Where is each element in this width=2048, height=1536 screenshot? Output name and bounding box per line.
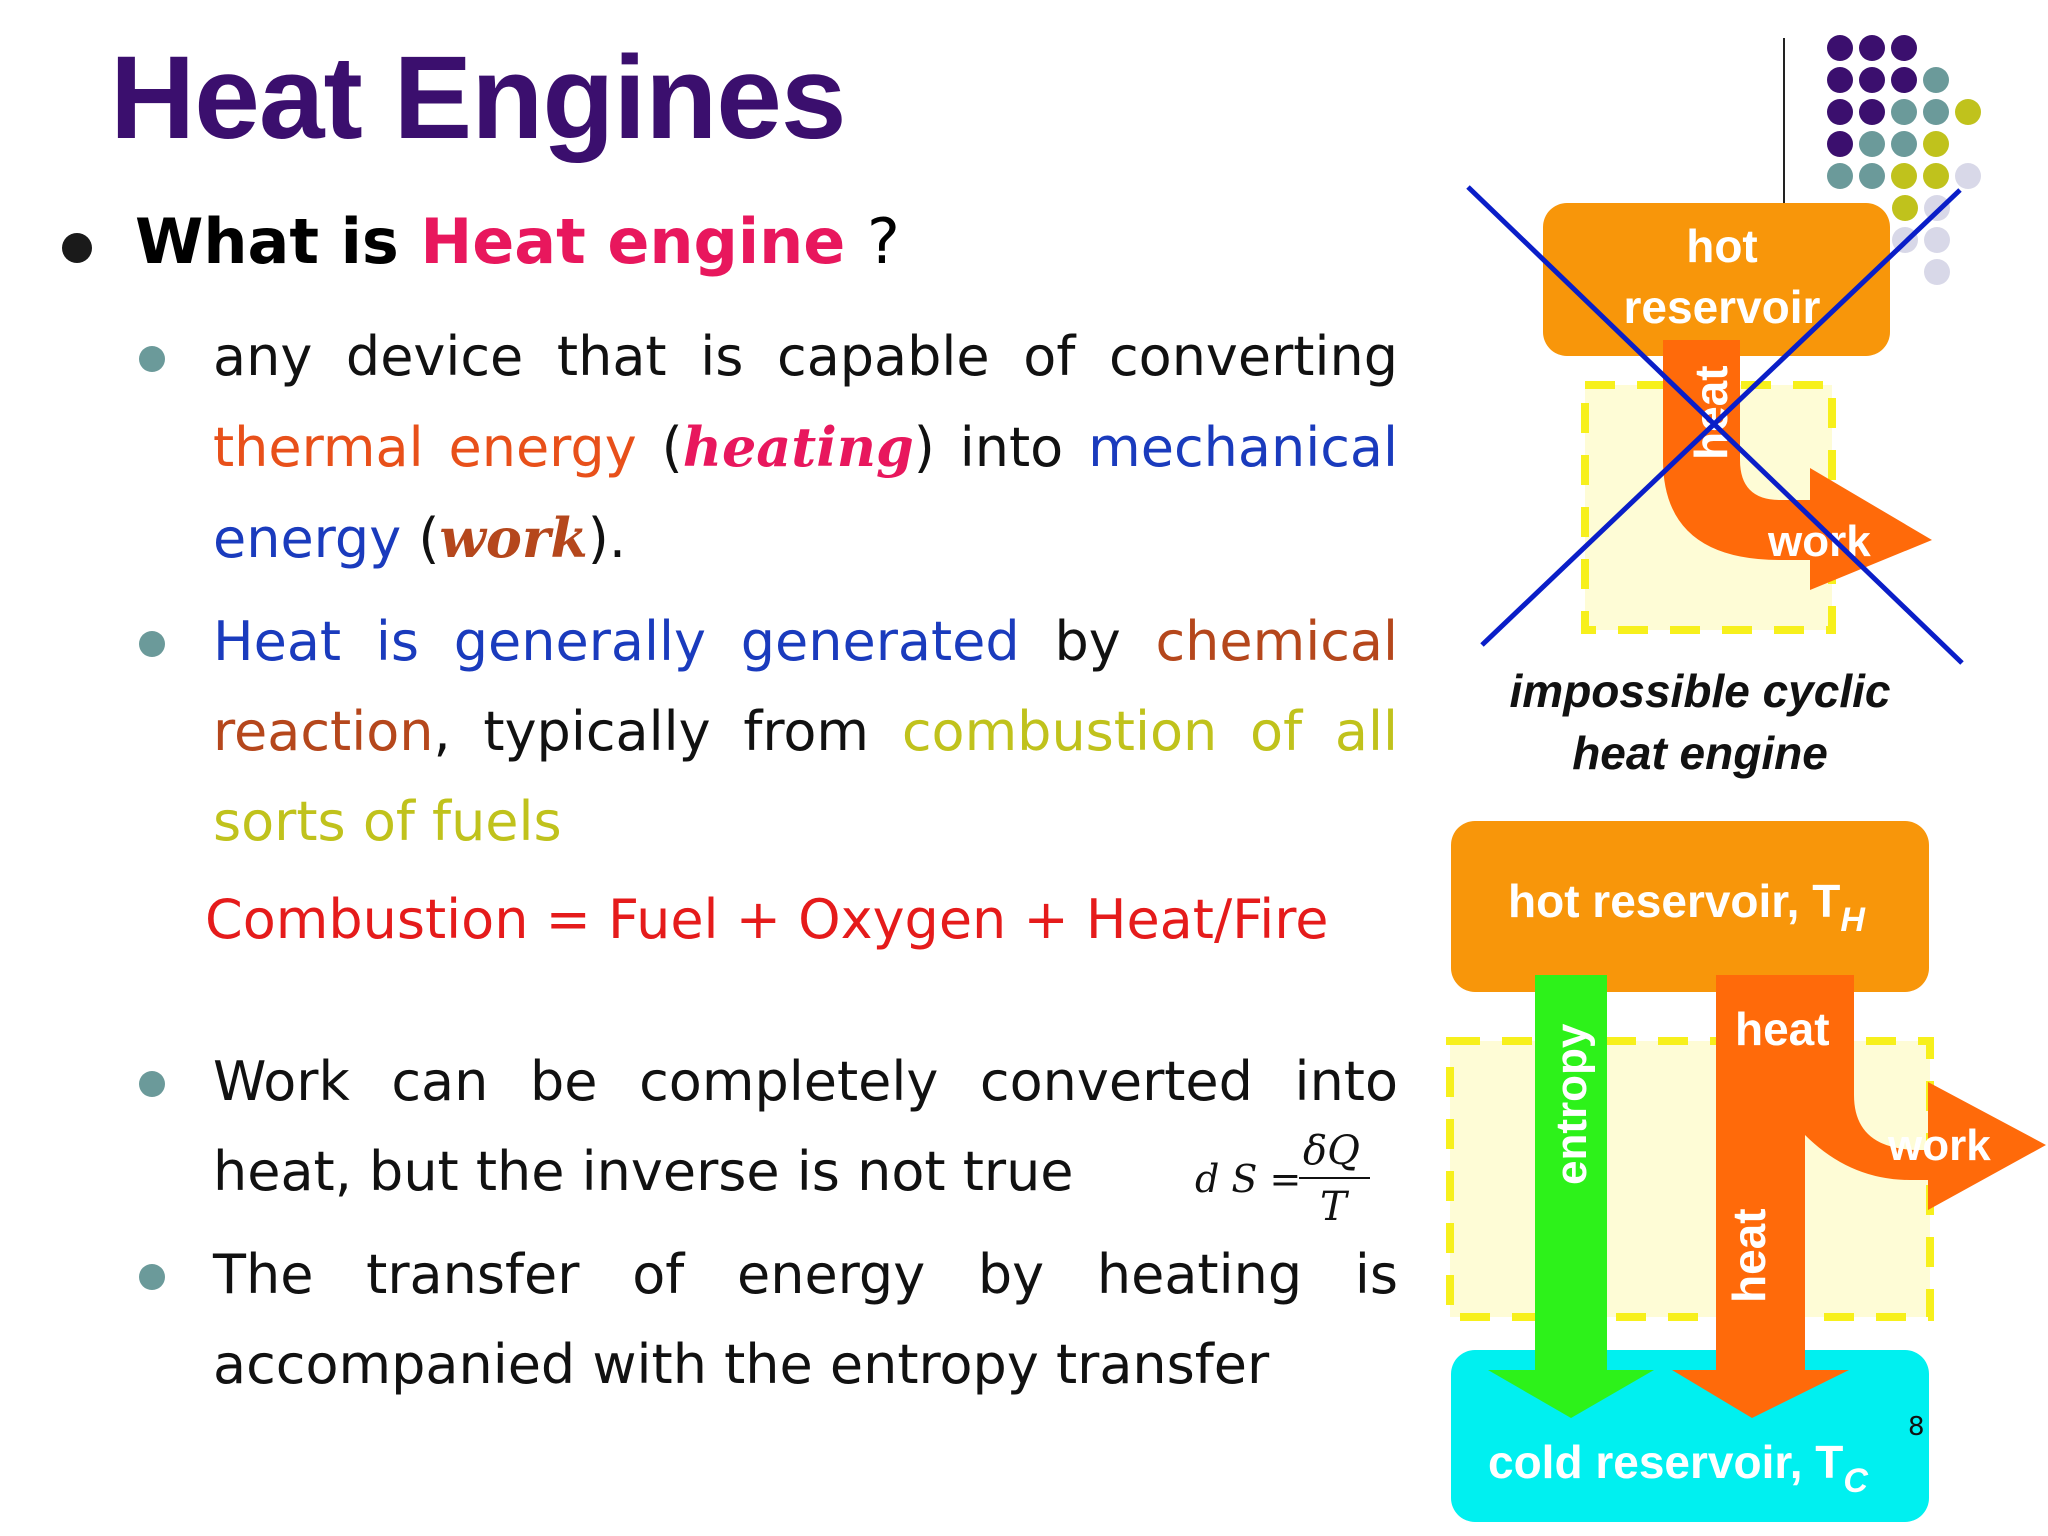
decorative-dot	[1891, 99, 1917, 125]
entropy-formula: d S = δQ T	[1195, 1120, 1385, 1250]
formula-lhs: d S =	[1195, 1157, 1301, 1201]
bullet-icon	[139, 631, 165, 657]
hot-reservoir-label: hot reservoir, TH	[1508, 875, 1866, 939]
main-bullet-icon	[62, 233, 92, 263]
decorative-dot	[1859, 99, 1885, 125]
decorative-dot	[1923, 67, 1949, 93]
decorative-dot	[1859, 131, 1885, 157]
title-divider	[1783, 38, 1785, 238]
decorative-dot	[1892, 195, 1918, 221]
cross-line-2	[1480, 188, 1962, 647]
decorative-dot	[1859, 35, 1885, 61]
formula-svg: d S = δQ T	[1195, 1128, 1370, 1230]
bullet-entropy: The transfer of energy by heating is acc…	[213, 1243, 1398, 1396]
decorative-dot	[1859, 67, 1885, 93]
caption-line2: heat engine	[1572, 727, 1828, 779]
decorative-dot	[1891, 163, 1917, 189]
decorative-dot	[1827, 131, 1853, 157]
work-label: work	[1887, 1121, 1991, 1170]
entropy-arrow	[1488, 975, 1654, 1418]
decorative-dot	[1891, 35, 1917, 61]
question-heading: What is Heat engine ?	[135, 205, 900, 278]
decorative-dot	[1955, 163, 1981, 189]
hot-label-line1: hot	[1686, 220, 1758, 272]
cold-reservoir-label: cold reservoir, TC	[1488, 1436, 1868, 1500]
hot-reservoir-box	[1451, 821, 1929, 992]
formula-denominator: T	[1320, 1184, 1350, 1230]
heat-down-label: heat	[1723, 1208, 1775, 1303]
combustion-equation: Combustion = Fuel + Oxygen + Heat/Fire	[205, 888, 1329, 951]
question-suffix: ?	[866, 205, 900, 278]
bullet-heat-source: Heat is generally generated by chemical …	[213, 610, 1398, 853]
bullet-icon	[139, 346, 165, 372]
decorative-dot	[1924, 259, 1950, 285]
decorative-dot	[1923, 99, 1949, 125]
bullet-icon	[139, 1264, 165, 1290]
page-number: 8	[1908, 1412, 1925, 1442]
impossible-engine-caption: impossible cyclic heat engine	[1440, 660, 1960, 784]
engine-box	[1446, 1037, 1934, 1321]
decorative-dot	[1827, 35, 1853, 61]
decorative-dot	[1955, 99, 1981, 125]
heat-top-label: heat	[1735, 1003, 1830, 1055]
decorative-dot	[1891, 67, 1917, 93]
decorative-dot	[1924, 227, 1950, 253]
hot-label-line2: reservoir	[1624, 281, 1821, 333]
decorative-dot	[1891, 131, 1917, 157]
decorative-dot	[1859, 163, 1885, 189]
caption-line1: impossible cyclic	[1509, 665, 1891, 717]
decorative-dot	[1924, 195, 1950, 221]
question-highlight: Heat engine	[420, 205, 846, 278]
heat-work-arrow	[1672, 975, 2046, 1418]
decorative-dot	[1827, 163, 1853, 189]
hot-reservoir-box	[1543, 203, 1890, 356]
bullet-definition: any device that is capable of converting…	[213, 325, 1399, 570]
bullet-work-heat: Work can be completely converted into he…	[213, 1050, 1398, 1203]
bullet-icon	[139, 1071, 165, 1097]
decorative-dot	[1827, 67, 1853, 93]
entropy-label: entropy	[1547, 1023, 1596, 1185]
decorative-dot	[1923, 163, 1949, 189]
formula-numerator: δQ	[1303, 1128, 1360, 1174]
decorative-dot	[1827, 99, 1853, 125]
question-prefix: What is	[135, 205, 399, 278]
heat-to-work-arrow	[1663, 340, 1932, 590]
page-title: Heat Engines	[110, 32, 847, 164]
decorative-dot	[1923, 131, 1949, 157]
